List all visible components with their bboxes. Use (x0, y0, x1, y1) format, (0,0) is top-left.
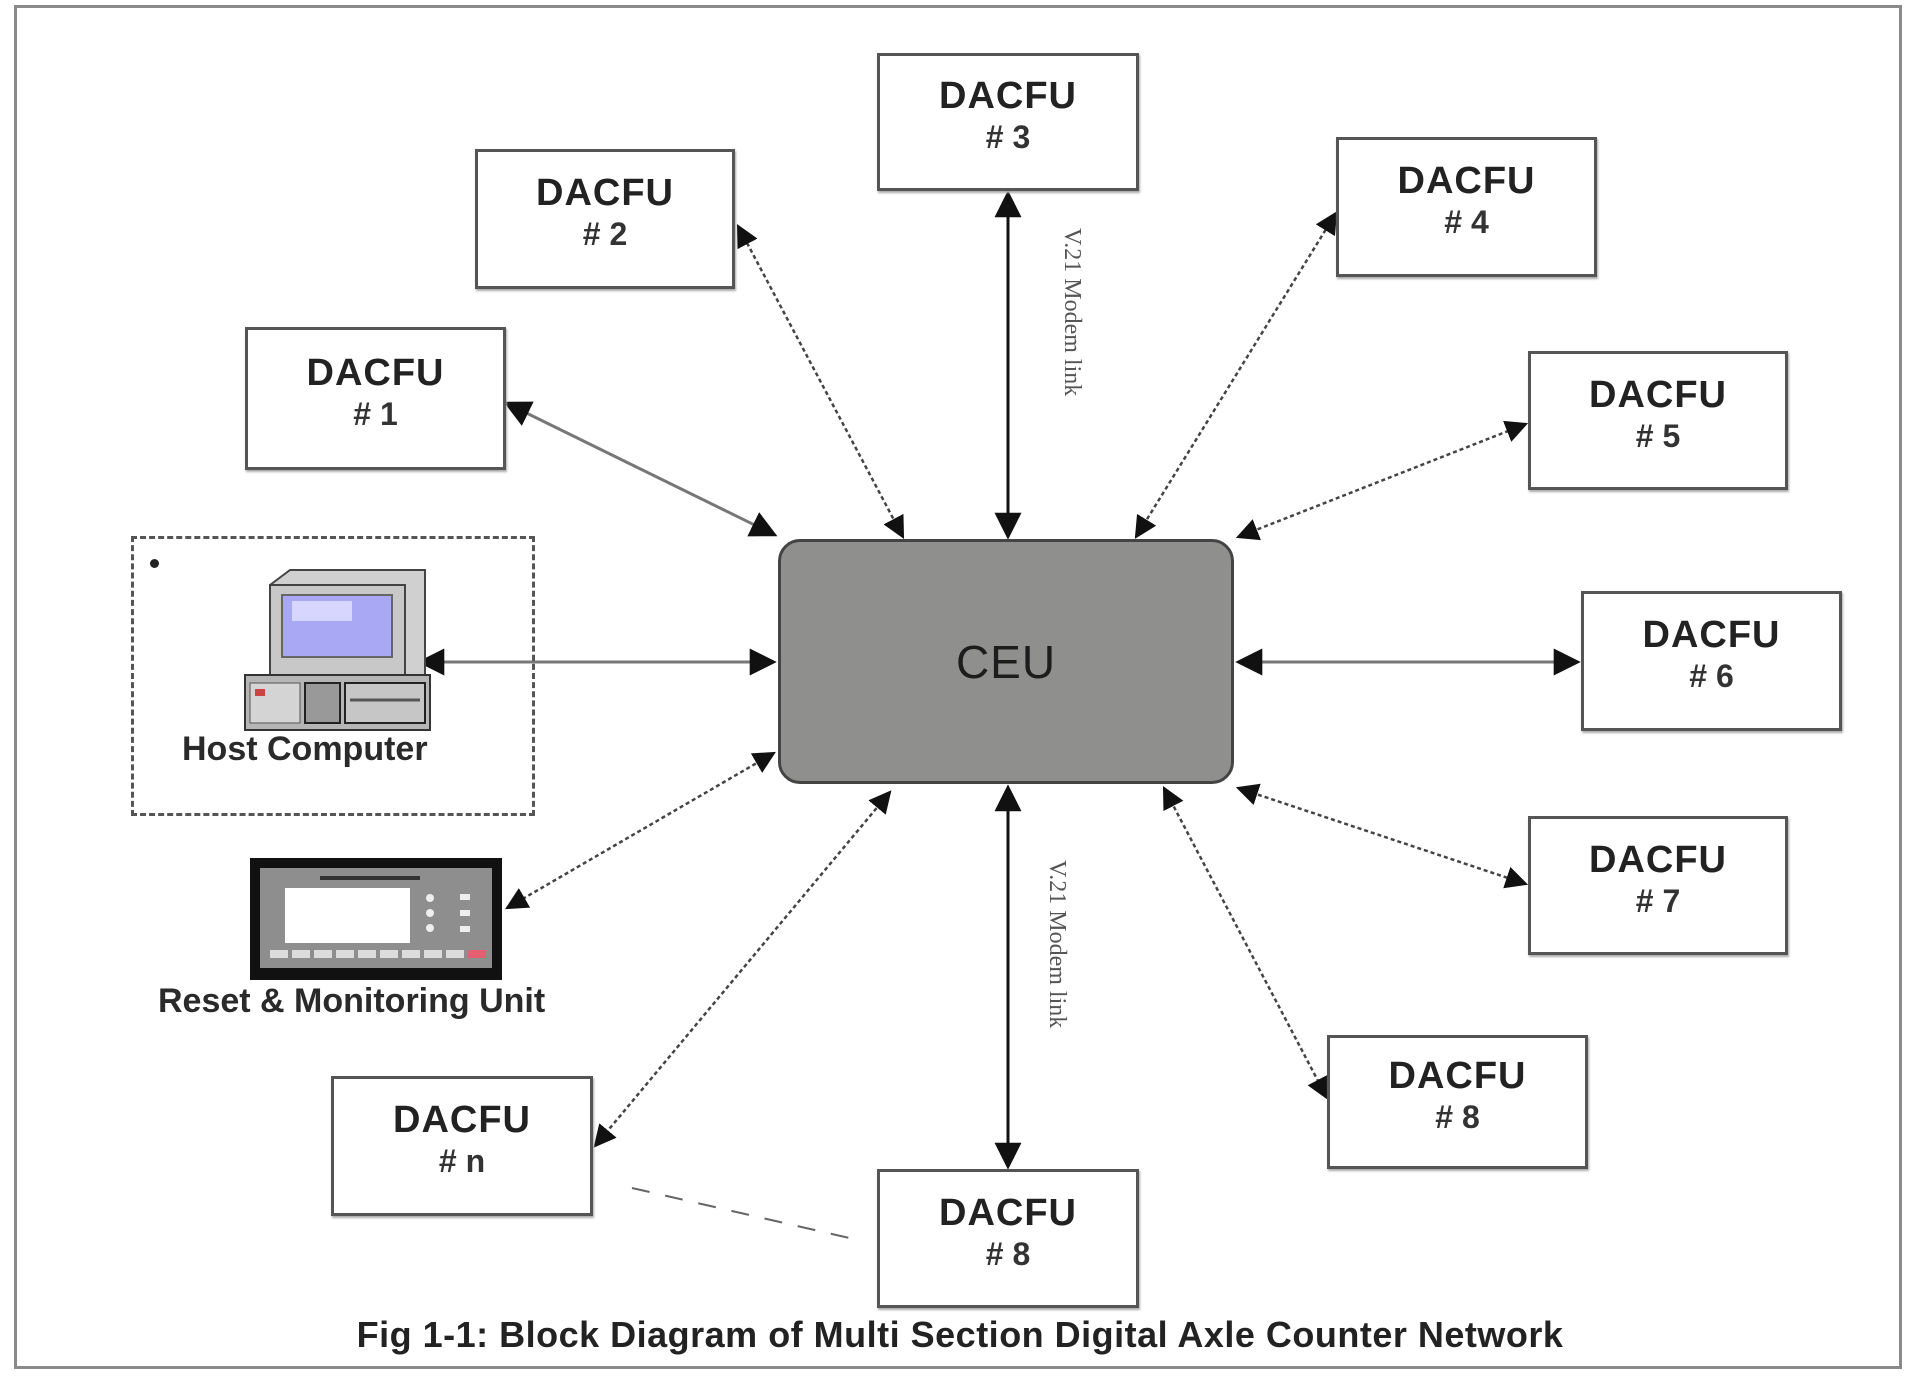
connection-dacfu-n-to-dacfu-8b (631, 1187, 859, 1241)
connection-dacfu-7 (1235, 783, 1529, 889)
connection-dacfu-1 (503, 401, 778, 537)
host-computer-label: Host Computer (182, 730, 428, 768)
node-title: DACFU (1388, 1055, 1527, 1097)
node-number: # 7 (1635, 882, 1681, 919)
dacfu-node-3[interactable]: DACFU # 3 (877, 53, 1139, 191)
node-number: # n (438, 1143, 486, 1179)
node-number: # 8 (1435, 1099, 1480, 1135)
node-title: DACFU (306, 351, 445, 394)
dacfu-node-2[interactable]: DACFU # 2 (475, 149, 735, 289)
connection-dacfu-2 (736, 224, 905, 539)
modem-link-label-bottom: V.21 Modem link (1044, 860, 1070, 1029)
node-title: DACFU (1589, 373, 1727, 416)
ceu-node[interactable]: CEU (778, 539, 1234, 784)
node-number: # 5 (1635, 417, 1681, 454)
optional-marker (150, 559, 159, 568)
node-title: DACFU (939, 75, 1077, 117)
dacfu-node-8[interactable]: DACFU # 8 (1327, 1035, 1588, 1169)
node-title: DACFU (1642, 614, 1781, 656)
node-number: # 1 (353, 395, 398, 432)
dacfu-node-4[interactable]: DACFU # 4 (1336, 137, 1597, 277)
connection-dacfu-4 (1134, 211, 1338, 539)
host-computer-group (131, 536, 535, 816)
dacfu-node-7[interactable]: DACFU # 7 (1528, 816, 1788, 955)
dacfu-node-n[interactable]: DACFU # n (331, 1076, 593, 1216)
reset-monitoring-unit-label: Reset & Monitoring Unit (158, 982, 546, 1020)
figure-caption: Fig 1-1: Block Diagram of Multi Section … (356, 1314, 1564, 1355)
node-number: # 2 (582, 216, 628, 252)
figure-frame (14, 5, 1902, 1369)
connection-dacfu-8 (1162, 786, 1329, 1100)
reset-monitoring-unit-icon[interactable] (250, 858, 502, 980)
node-number: # 6 (1689, 658, 1734, 694)
node-title: DACFU (1397, 160, 1536, 202)
dacfu-node-8-bottom[interactable]: DACFU # 8 (877, 1169, 1139, 1308)
node-number: # 3 (985, 119, 1031, 155)
connection-reset_monitoring_unit (505, 751, 776, 910)
ceu-label: CEU (955, 635, 1057, 688)
host-computer-icon[interactable] (240, 565, 440, 735)
node-number: # 8 (985, 1235, 1031, 1272)
node-title: DACFU (536, 172, 674, 214)
connection-dacfu-n (593, 790, 892, 1148)
modem-link-label-top: V.21 Modem link (1059, 228, 1085, 397)
node-title: DACFU (1589, 838, 1727, 881)
dacfu-node-6[interactable]: DACFU # 6 (1581, 591, 1842, 731)
dacfu-node-1[interactable]: DACFU # 1 (245, 327, 506, 470)
node-title: DACFU (393, 1099, 531, 1141)
connection-dacfu-5 (1235, 420, 1529, 541)
node-number: # 4 (1444, 204, 1489, 240)
dacfu-node-5[interactable]: DACFU # 5 (1528, 351, 1788, 490)
node-title: DACFU (939, 1191, 1077, 1234)
